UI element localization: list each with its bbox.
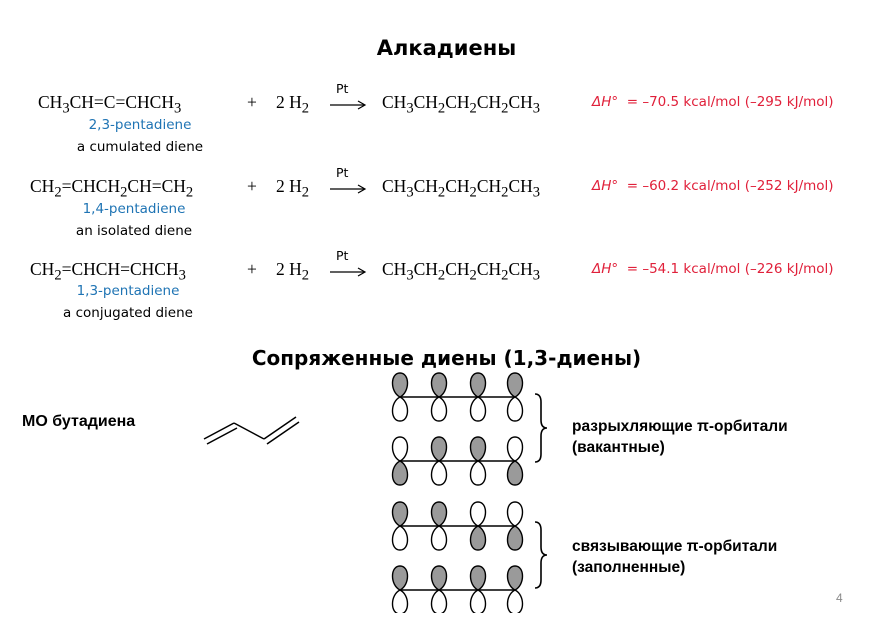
p-orbital-lobe-bottom bbox=[506, 525, 524, 551]
plus-sign-2: + bbox=[247, 176, 257, 196]
reactant-formula-2: CH2=CHCH2CH=CH2 bbox=[30, 176, 194, 201]
section-subtitle: Сопряженные диены (1,3-диены) bbox=[251, 346, 642, 370]
reagent-1: 2 H2 bbox=[276, 92, 310, 117]
plus-sign-3: + bbox=[247, 259, 257, 279]
reaction-arrow-1 bbox=[330, 100, 367, 110]
p-orbital-lobe-bottom bbox=[391, 525, 409, 551]
catalyst-3: Pt bbox=[336, 248, 349, 263]
p-orbital-lobe-bottom bbox=[391, 396, 409, 422]
p-orbital-lobe-top bbox=[469, 501, 487, 527]
compound-name-3: 1,3-pentadiene bbox=[76, 283, 180, 299]
p-orbital-lobe-top bbox=[430, 436, 448, 462]
butadiene-structure bbox=[203, 416, 300, 445]
p-orbital-lobe-bottom bbox=[430, 589, 448, 613]
p-orbital-lobe-bottom bbox=[506, 460, 524, 486]
product-formula-2: CH3CH2CH2CH2CH3 bbox=[382, 176, 541, 201]
p-orbital-lobe-bottom bbox=[469, 460, 487, 486]
bonding-label: связывающие π-орбитали (заполненные) bbox=[572, 538, 778, 576]
p-orbital-lobe-top bbox=[391, 372, 409, 398]
p-orbital-lobe-top bbox=[469, 372, 487, 398]
enthalpy-3: ΔH° = –54.1 kcal/mol (–226 kJ/mol) bbox=[592, 261, 834, 277]
catalyst-2: Pt bbox=[336, 165, 349, 180]
p-orbital-lobe-top bbox=[391, 436, 409, 462]
diene-type-3: a conjugated diene bbox=[63, 305, 193, 321]
bonding-brace bbox=[534, 521, 548, 589]
p-orbital-lobe-bottom bbox=[506, 396, 524, 422]
catalyst-1: Pt bbox=[336, 81, 349, 96]
p-orbital-lobe-top bbox=[391, 565, 409, 591]
antibonding-brace bbox=[534, 393, 548, 463]
enthalpy-2: ΔH° = –60.2 kcal/mol (–252 kJ/mol) bbox=[592, 178, 834, 194]
page-title: Алкадиены bbox=[376, 36, 517, 60]
antibonding-label: разрыхляющие π-орбитали (вакантные) bbox=[572, 418, 788, 456]
p-orbital-lobe-bottom bbox=[430, 525, 448, 551]
p-orbital-lobe-top bbox=[506, 436, 524, 462]
p-orbital-lobe-bottom bbox=[469, 589, 487, 613]
p-orbital-lobe-top bbox=[506, 501, 524, 527]
plus-sign-1: + bbox=[247, 92, 257, 112]
reagent-3: 2 H2 bbox=[276, 259, 310, 284]
p-orbital-lobe-bottom bbox=[430, 460, 448, 486]
molecular-orbital-diagram bbox=[391, 372, 524, 613]
p-orbital-lobe-bottom bbox=[430, 396, 448, 422]
page-number: 4 bbox=[836, 591, 843, 605]
reaction-arrow-3 bbox=[330, 267, 367, 277]
diene-type-1: a cumulated diene bbox=[76, 139, 204, 155]
p-orbital-lobe-top bbox=[430, 372, 448, 398]
p-orbital-lobe-bottom bbox=[391, 460, 409, 486]
p-orbital-lobe-bottom bbox=[506, 589, 524, 613]
p-orbital-lobe-top bbox=[469, 565, 487, 591]
product-formula-1: CH3CH2CH2CH2CH3 bbox=[382, 92, 541, 117]
p-orbital-lobe-top bbox=[391, 501, 409, 527]
mo-label: МО бутадиена bbox=[22, 413, 136, 430]
reactant-formula-3: CH2=CHCH=CHCH3 bbox=[30, 259, 186, 284]
diene-type-2: an isolated diene bbox=[75, 223, 193, 239]
p-orbital-lobe-top bbox=[469, 436, 487, 462]
reactant-formula-1: CH3CH=C=CHCH3 bbox=[38, 92, 182, 117]
compound-name-2: 1,4-pentadiene bbox=[82, 201, 186, 217]
reaction-arrow-2 bbox=[330, 184, 367, 194]
p-orbital-lobe-top bbox=[506, 565, 524, 591]
p-orbital-lobe-top bbox=[430, 501, 448, 527]
enthalpy-1: ΔH° = –70.5 kcal/mol (–295 kJ/mol) bbox=[592, 94, 834, 110]
p-orbital-lobe-bottom bbox=[469, 525, 487, 551]
reagent-2: 2 H2 bbox=[276, 176, 310, 201]
compound-name-1: 2,3-pentadiene bbox=[88, 117, 192, 133]
p-orbital-lobe-top bbox=[430, 565, 448, 591]
product-formula-3: CH3CH2CH2CH2CH3 bbox=[382, 259, 541, 284]
p-orbital-lobe-bottom bbox=[469, 396, 487, 422]
p-orbital-lobe-top bbox=[506, 372, 524, 398]
p-orbital-lobe-bottom bbox=[391, 589, 409, 613]
